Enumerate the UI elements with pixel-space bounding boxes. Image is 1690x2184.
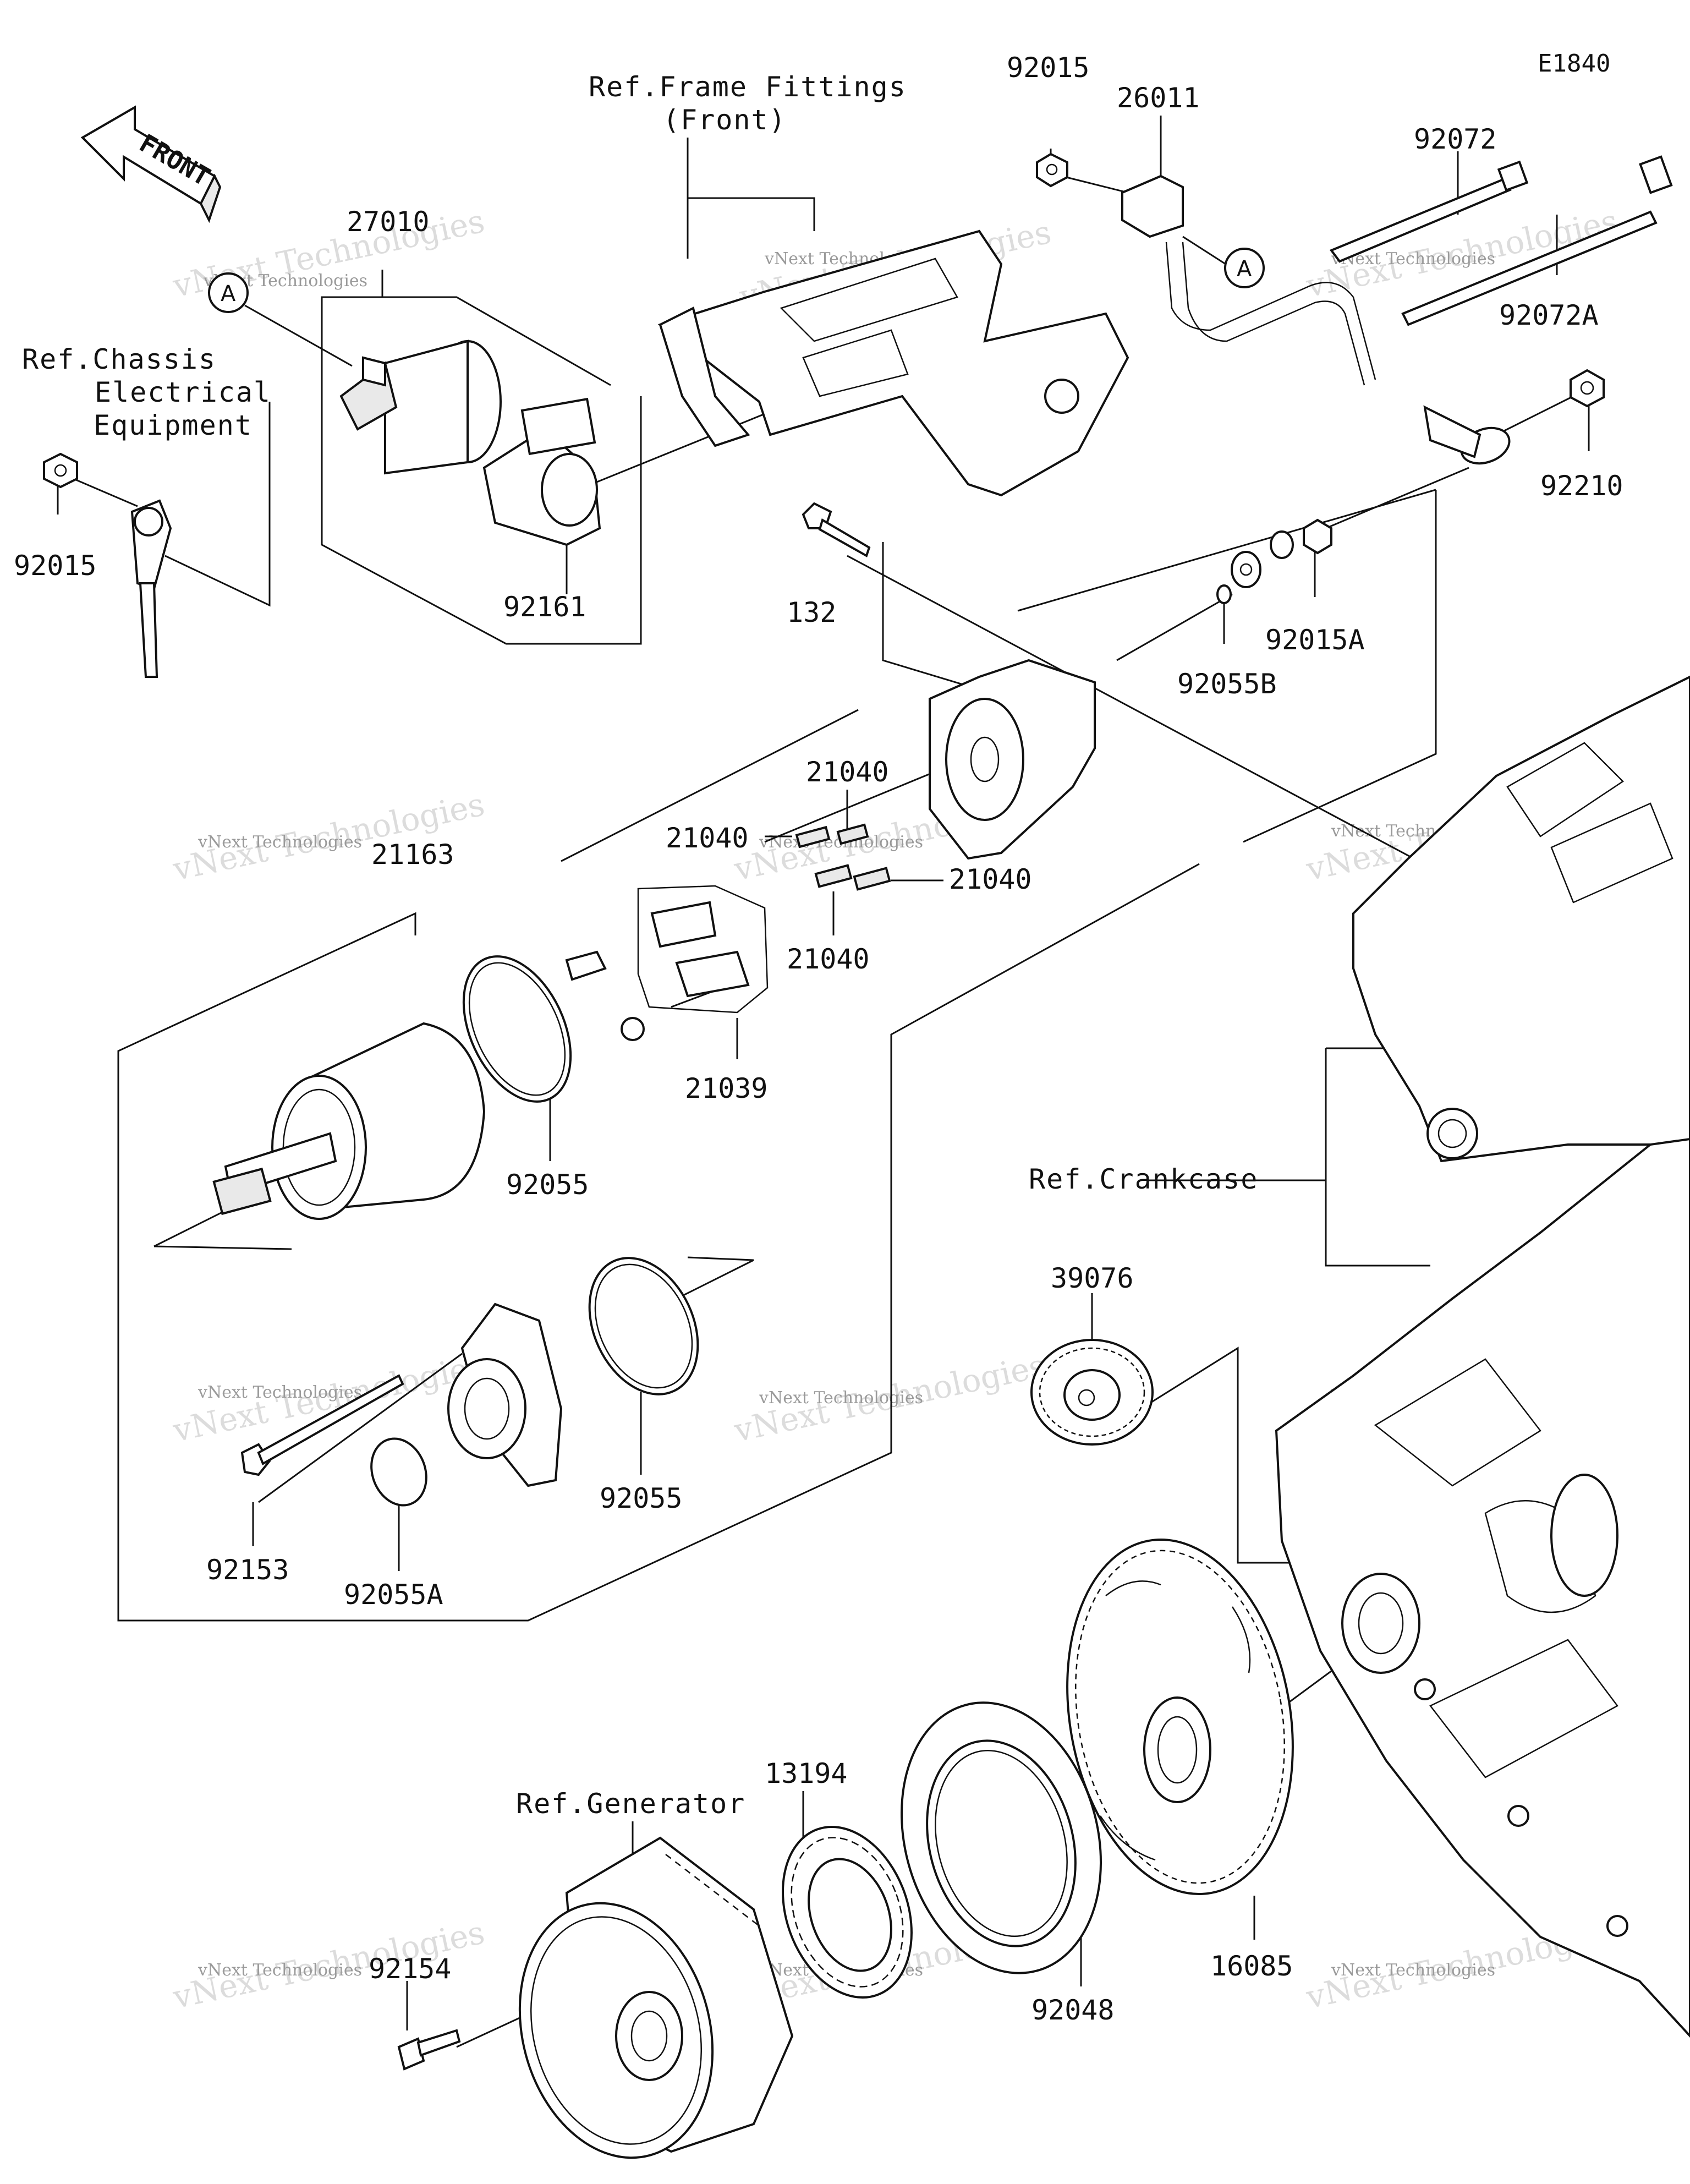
watermark: vNext Technologies (197, 1961, 362, 1980)
crankcase (1275, 675, 1690, 2038)
part-label-21040-a: 21040 (806, 756, 889, 788)
ref-frame-fittings: Ref.Frame Fittings (589, 71, 907, 103)
brush-spring-d (853, 867, 891, 891)
part-label-21163: 21163 (371, 839, 454, 871)
part-label-21040-c: 21040 (949, 863, 1032, 895)
o-ring-92055B (1216, 584, 1232, 604)
watermark: vNext Technologies (759, 1388, 923, 1408)
part-label-92055A: 92055A (344, 1579, 443, 1611)
bolt-92153 (240, 1374, 404, 1476)
part-label-92015A: 92015A (1265, 624, 1365, 656)
watermark: vNext Technologies (197, 833, 362, 852)
brush-spring-a (795, 825, 831, 849)
diagram-code: E1840 (1538, 50, 1610, 78)
chassis-cable-terminal (130, 499, 172, 678)
nut-92015A (1231, 518, 1332, 588)
part-label-21040-d: 21040 (787, 943, 870, 975)
o-ring-92055-lower (588, 1257, 699, 1395)
bolt-92154 (397, 2029, 461, 2071)
callout-a-right-leader (1182, 236, 1226, 265)
cable-tie-92072A (1401, 155, 1673, 326)
part-label-27010: 27010 (347, 206, 430, 238)
callout-a-left-label: A (221, 281, 236, 306)
nut-92015-left (43, 452, 78, 489)
ref-chassis-equipment: Equipment (94, 409, 253, 441)
starter-clutch-plate (901, 1701, 1102, 1974)
nut-92210 (1570, 369, 1605, 408)
relay-boot (482, 397, 601, 546)
part-label-16085: 16085 (1210, 1950, 1293, 1982)
callout-a-left: A (208, 272, 249, 313)
part-label-21040-b: 21040 (666, 822, 749, 854)
battery-cable (1121, 174, 1511, 465)
idler-gear (1030, 1339, 1154, 1446)
part-label-92055-upper: 92055 (506, 1169, 589, 1201)
part-label-92154: 92154 (369, 1953, 452, 1985)
o-ring-92055-upper (462, 955, 572, 1103)
part-label-26011: 26011 (1117, 82, 1200, 114)
frame-fitting-bracket (657, 229, 1129, 497)
nut-92015-top (1036, 152, 1068, 188)
o-ring-92055A (370, 1437, 427, 1507)
part-label-92015-top: 92015 (1007, 52, 1090, 84)
starter-clutch-gear (1066, 1539, 1294, 1895)
ref-crankcase: Ref.Crankcase (1029, 1163, 1258, 1195)
part-label-39076: 39076 (1051, 1262, 1134, 1294)
watermark: vNext Technologies (197, 1383, 362, 1402)
part-label-92210: 92210 (1540, 470, 1623, 502)
part-label-92055-lower: 92055 (600, 1482, 683, 1514)
brush-spring-b (836, 823, 869, 845)
part-label-92072A: 92072A (1499, 299, 1599, 331)
part-label-132: 132 (787, 596, 836, 628)
ref-chassis-electrical: Electrical (95, 376, 271, 408)
part-label-13194: 13194 (765, 1758, 848, 1789)
part-label-21039: 21039 (685, 1072, 768, 1104)
generator-rotor (518, 1836, 794, 2159)
part-label-92015-left: 92015 (14, 550, 97, 582)
front-arrow-icon: FRONT (80, 105, 222, 223)
brush-plate (565, 885, 769, 1041)
bolt-132 (802, 502, 871, 557)
part-label-92048: 92048 (1031, 1994, 1115, 2026)
part-label-92072: 92072 (1414, 123, 1497, 155)
brush-spring-c (814, 864, 853, 888)
ref-frame-fittings-front: (Front) (663, 104, 787, 136)
starter-front-cover (447, 1302, 563, 1487)
ref-generator: Ref.Generator (516, 1788, 745, 1820)
cable-tie-92072 (1329, 160, 1529, 263)
callout-a-left-leader (244, 304, 353, 367)
part-label-92153: 92153 (206, 1554, 289, 1586)
part-label-92055B: 92055B (1177, 668, 1277, 700)
part-labels: 27010 92015 26011 92072 92072A 92210 920… (14, 52, 1623, 2026)
one-way-clutch (782, 1826, 913, 1999)
starter-motor (212, 1022, 486, 1220)
ref-chassis: Ref.Chassis (22, 343, 216, 375)
starter-relay (339, 340, 502, 475)
part-label-92161: 92161 (503, 591, 586, 623)
watermark: vNext Technologies (1331, 1961, 1495, 1980)
callout-a-right-label: A (1237, 256, 1252, 282)
starter-end-cover (929, 659, 1096, 860)
callout-a-right: A (1224, 248, 1265, 288)
